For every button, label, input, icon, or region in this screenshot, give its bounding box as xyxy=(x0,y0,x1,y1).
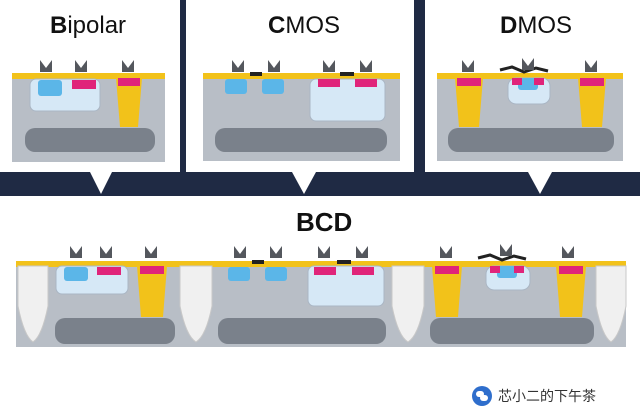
title-first-letter: C xyxy=(268,12,286,39)
pointer-bipolar xyxy=(90,172,112,194)
title-rest: MOS xyxy=(517,12,573,39)
bipolar-device xyxy=(12,60,165,162)
cmos-device xyxy=(203,60,400,161)
bcd-device xyxy=(16,244,627,347)
panel-title-bcd: BCD xyxy=(296,207,353,237)
panel-title-bipolar: Bipolar xyxy=(50,12,126,40)
title-rest: MOS xyxy=(285,12,341,39)
panel-title-dmos: DMOS xyxy=(500,12,572,40)
title-first-letter: B xyxy=(50,12,68,39)
wechat-icon xyxy=(472,386,492,406)
title-rest: ipolar xyxy=(67,12,127,39)
pointer-dmos xyxy=(528,172,552,194)
watermark: 芯小二的下午茶 xyxy=(472,383,596,409)
panel-title-cmos: CMOS xyxy=(268,12,340,40)
pointer-cmos xyxy=(292,172,316,194)
dmos-device xyxy=(437,58,623,161)
watermark-text: 芯小二的下午茶 xyxy=(498,389,596,405)
title-first-letter: D xyxy=(500,12,518,39)
